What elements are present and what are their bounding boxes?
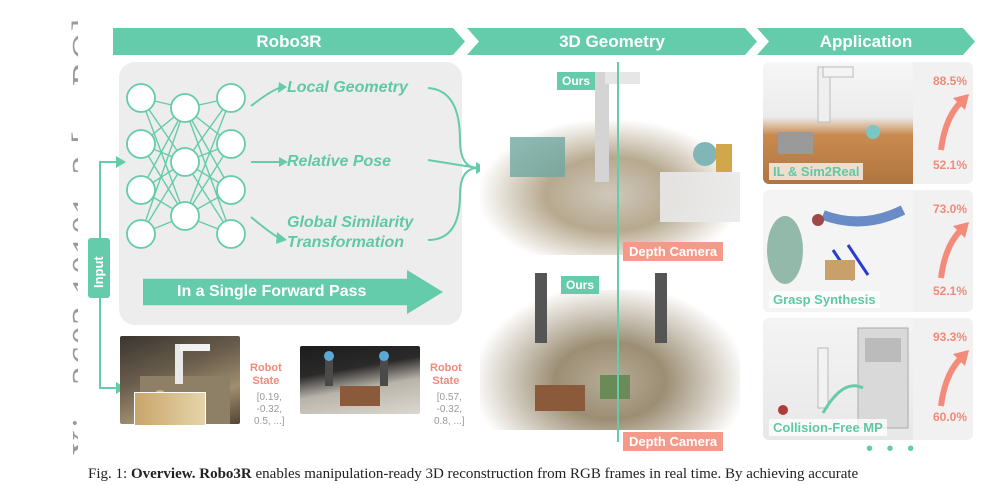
robot-state-title-1-line2: State — [252, 375, 280, 387]
output-relative-pose: Relative Pose — [287, 153, 392, 170]
nn-node — [170, 93, 200, 123]
robot-state-title-2-line1: Robot — [430, 362, 462, 374]
banner-application: Application — [757, 28, 975, 55]
nn-connection — [140, 107, 186, 235]
app-card-il-sim2real: IL & Sim2Real 88.5% 52.1% — [763, 62, 973, 184]
converging-arrows — [427, 87, 486, 241]
more-dots: • • • — [866, 438, 919, 460]
nn-connection — [140, 97, 186, 217]
app-3-low: 60.0% — [933, 410, 968, 424]
nn-connection — [184, 107, 232, 191]
banner-application-label: Application — [819, 31, 913, 51]
app-2-high: 73.0% — [933, 202, 968, 216]
geometry-divider — [617, 62, 619, 442]
neural-network-diagram — [126, 82, 288, 249]
banner-robo3r: Robo3R — [113, 28, 465, 55]
banner-robo3r-label: Robo3R — [256, 31, 322, 51]
arrow-local-geometry — [250, 87, 280, 107]
robot-photo-1-inset — [134, 392, 206, 426]
output-transformation: Transformation — [287, 234, 405, 251]
app-label-il-sim2real: IL & Sim2Real — [769, 163, 864, 180]
ours-tag-bottom: Ours — [561, 276, 600, 294]
caption-prefix: Fig. 1: — [88, 466, 131, 482]
nn-node — [216, 83, 246, 113]
robot-state-title-2: Robot State — [430, 362, 462, 388]
banner-3d-geometry: 3D Geometry — [467, 28, 757, 55]
robot-state-title-2-line2: State — [432, 375, 460, 387]
app-3-high: 93.3% — [933, 330, 968, 344]
point-cloud-bottom — [480, 290, 740, 430]
caption-rest: enables manipulation-ready 3D reconstruc… — [251, 466, 859, 482]
nn-node — [216, 129, 246, 159]
figure-caption: Fig. 1: Overview. Robo3R enables manipul… — [88, 466, 1000, 483]
nn-node — [170, 147, 200, 177]
app-card-grasp-synthesis: Grasp Synthesis 73.0% 52.1% — [763, 190, 973, 312]
forward-pass-label: In a Single Forward Pass — [177, 283, 367, 300]
app-label-grasp-synthesis: Grasp Synthesis — [769, 291, 880, 308]
input-tag: Input — [88, 238, 110, 298]
nn-node — [216, 219, 246, 249]
robot-state-values-1: [0.19, -0.32, 0.5, ...] — [254, 392, 285, 427]
trend-up-arrow-1 — [938, 94, 969, 151]
trend-up-arrow-3 — [938, 350, 969, 407]
arxiv-id-text: arXiv:2602.10101v2 [cs.RO] 2 May 2026 — [65, 8, 78, 485]
app-card-collision-free-mp: Collision-Free MP 93.3% 60.0% — [763, 318, 973, 440]
app-1-low: 52.1% — [933, 158, 968, 172]
caption-bold: Overview. Robo3R — [130, 466, 252, 482]
nn-connection — [184, 97, 232, 217]
output-local-geometry: Local Geometry — [287, 79, 408, 96]
nn-connection — [140, 107, 186, 191]
point-cloud-top-detail — [510, 72, 740, 222]
depth-camera-tag-top: Depth Camera — [623, 242, 724, 261]
depth-camera-tag-bottom: Depth Camera — [623, 432, 724, 451]
output-global-similarity: Global Similarity — [287, 214, 414, 231]
nn-node — [126, 219, 156, 249]
trend-up-arrow-2 — [938, 222, 969, 279]
banner-geometry-label: 3D Geometry — [559, 31, 665, 51]
arxiv-identifier: arXiv:2602.10101v2 [cs.RO] 2 May 2026 — [8, 8, 78, 485]
robot-state-title-1: Robot State — [250, 362, 282, 388]
app-1-high: 88.5% — [933, 74, 968, 88]
app-2-low: 52.1% — [933, 284, 968, 298]
robot-photo-2 — [300, 346, 420, 414]
arrow-global-similarity — [250, 216, 280, 239]
robot-state-values-2: [0.57, -0.32, 0.8, ...] — [434, 392, 465, 427]
robot-state-title-1-line1: Robot — [250, 362, 282, 374]
point-cloud-bottom-detail — [535, 273, 667, 411]
nn-node — [126, 129, 156, 159]
nn-connection — [184, 107, 232, 235]
nn-node — [170, 201, 200, 231]
app-label-collision-free-mp: Collision-Free MP — [769, 419, 887, 436]
input-label: Input — [91, 256, 106, 288]
ours-tag-top: Ours — [557, 72, 596, 90]
nn-node — [126, 175, 156, 205]
nn-node — [126, 83, 156, 113]
nn-node — [216, 175, 246, 205]
